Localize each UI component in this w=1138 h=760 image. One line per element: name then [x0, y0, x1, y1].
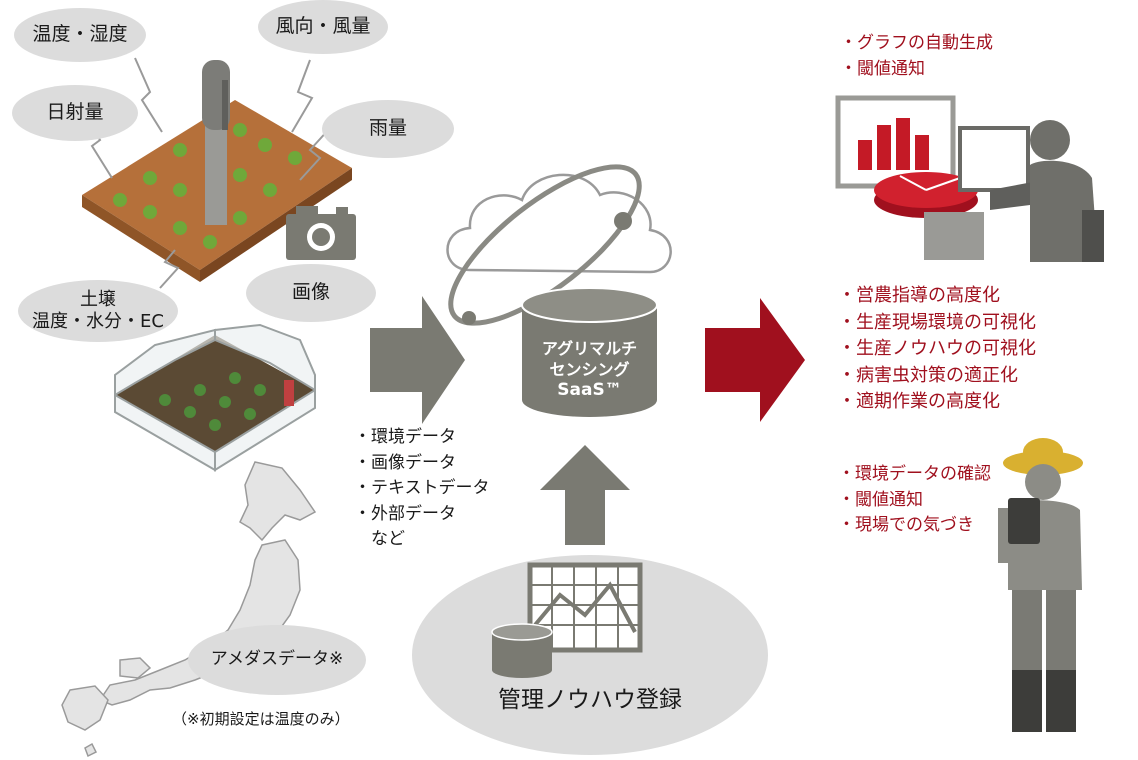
- knowhow-ellipse: [412, 555, 768, 755]
- bubble-wind: 風向・風量: [258, 0, 388, 54]
- bubble-soil: 土壌 温度・水分・EC: [18, 280, 178, 342]
- knowhow-label: 管理ノウハウ登録: [498, 687, 682, 713]
- chart-icon: [491, 562, 643, 678]
- arrow-right-gray: [370, 296, 465, 424]
- field-icon: [82, 60, 352, 282]
- farmer-output-item: ・閾値通知: [838, 489, 923, 510]
- data-type-item: ・外部データ: [354, 503, 456, 524]
- benefit-item: ・病害虫対策の適正化: [838, 364, 1018, 386]
- cloud-icon: [446, 173, 672, 274]
- data-type-item: ・テキストデータ: [354, 478, 490, 498]
- bubble-image: 画像: [246, 264, 376, 322]
- office-output-list: ・グラフの自動生成 ・閾値通知: [840, 30, 993, 82]
- saas-line3: SaaS™: [557, 380, 622, 400]
- office-worker-icon: [835, 95, 1104, 262]
- bubble-amedas: アメダスデータ※: [188, 625, 366, 695]
- saas-line2: センシング: [549, 360, 630, 379]
- data-type-item: ・環境データ: [354, 427, 456, 447]
- amedas-note: （※初期設定は温度のみ）: [172, 710, 350, 728]
- database-icon: [521, 287, 658, 417]
- data-type-item: ・画像データ: [354, 452, 456, 473]
- benefit-item: ・生産ノウハウの可視化: [838, 338, 1036, 359]
- benefit-item: ・生産現場環境の可視化: [838, 311, 1036, 333]
- farmer-output-list: ・環境データの確認 ・閾値通知 ・現場での気づき: [838, 462, 991, 539]
- benefit-item: ・適期作業の高度化: [838, 391, 1000, 412]
- benefits-list: ・営農指導の高度化 ・生産現場環境の可視化 ・生産ノウハウの可視化 ・病害虫対策…: [838, 283, 1036, 416]
- bubble-rain: 雨量: [322, 100, 454, 158]
- data-type-item: など: [354, 529, 405, 549]
- saas-label: アグリマルチ センシング SaaS™: [522, 338, 657, 401]
- camera-icon: [286, 206, 356, 260]
- farmer-icon: [998, 438, 1083, 732]
- office-output-item: ・閾値通知: [840, 59, 925, 79]
- arrow-up-gray: [540, 445, 630, 545]
- office-output-item: ・グラフの自動生成: [840, 33, 993, 53]
- farmer-output-item: ・環境データの確認: [838, 464, 991, 484]
- bubble-solar: 日射量: [12, 85, 138, 141]
- farmer-output-item: ・現場での気づき: [838, 515, 974, 535]
- data-types-list: ・環境データ ・画像データ ・テキストデータ ・外部データ など: [354, 425, 490, 553]
- bubble-temp-humidity: 温度・湿度: [14, 8, 146, 62]
- saas-line1: アグリマルチ: [541, 339, 638, 358]
- greenhouse-icon: [114, 323, 316, 472]
- arrow-right-red: [705, 298, 805, 422]
- benefit-item: ・営農指導の高度化: [838, 285, 1000, 306]
